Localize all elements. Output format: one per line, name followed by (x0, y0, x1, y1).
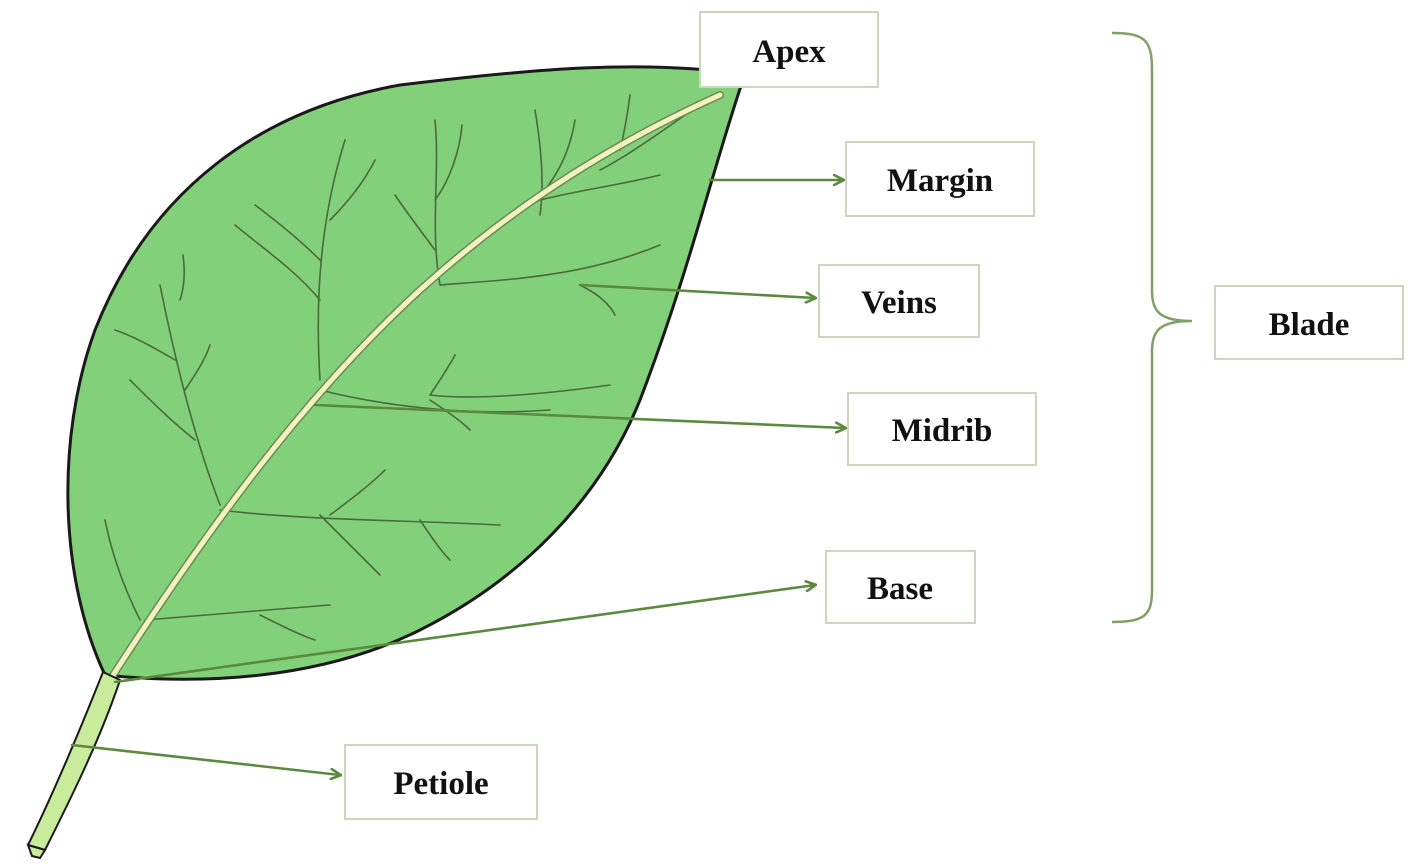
label-margin: Margin (845, 141, 1035, 217)
label-base-text: Base (867, 571, 933, 607)
midrib-arrow (313, 403, 845, 428)
label-apex: Apex (699, 11, 879, 88)
blade-bracket (1111, 31, 1193, 624)
label-veins: Veins (818, 264, 980, 338)
veins-arrow (578, 283, 815, 298)
label-apex-text: Apex (752, 34, 826, 70)
label-veins-text: Veins (861, 285, 937, 321)
label-midrib: Midrib (847, 392, 1037, 466)
label-midrib-text: Midrib (892, 413, 993, 449)
label-margin-text: Margin (887, 163, 993, 199)
leaf-petiole (27, 671, 121, 851)
leaf-veins (104, 94, 686, 641)
label-base: Base (825, 550, 976, 624)
base-arrow (113, 585, 815, 684)
petiole-arrow (70, 743, 340, 775)
pointer-arrows (70, 180, 845, 775)
label-blade: Blade (1214, 285, 1404, 360)
leaf-blade (66, 65, 747, 681)
label-petiole-text: Petiole (393, 766, 488, 802)
label-petiole: Petiole (344, 744, 538, 820)
label-blade-text: Blade (1269, 307, 1350, 343)
